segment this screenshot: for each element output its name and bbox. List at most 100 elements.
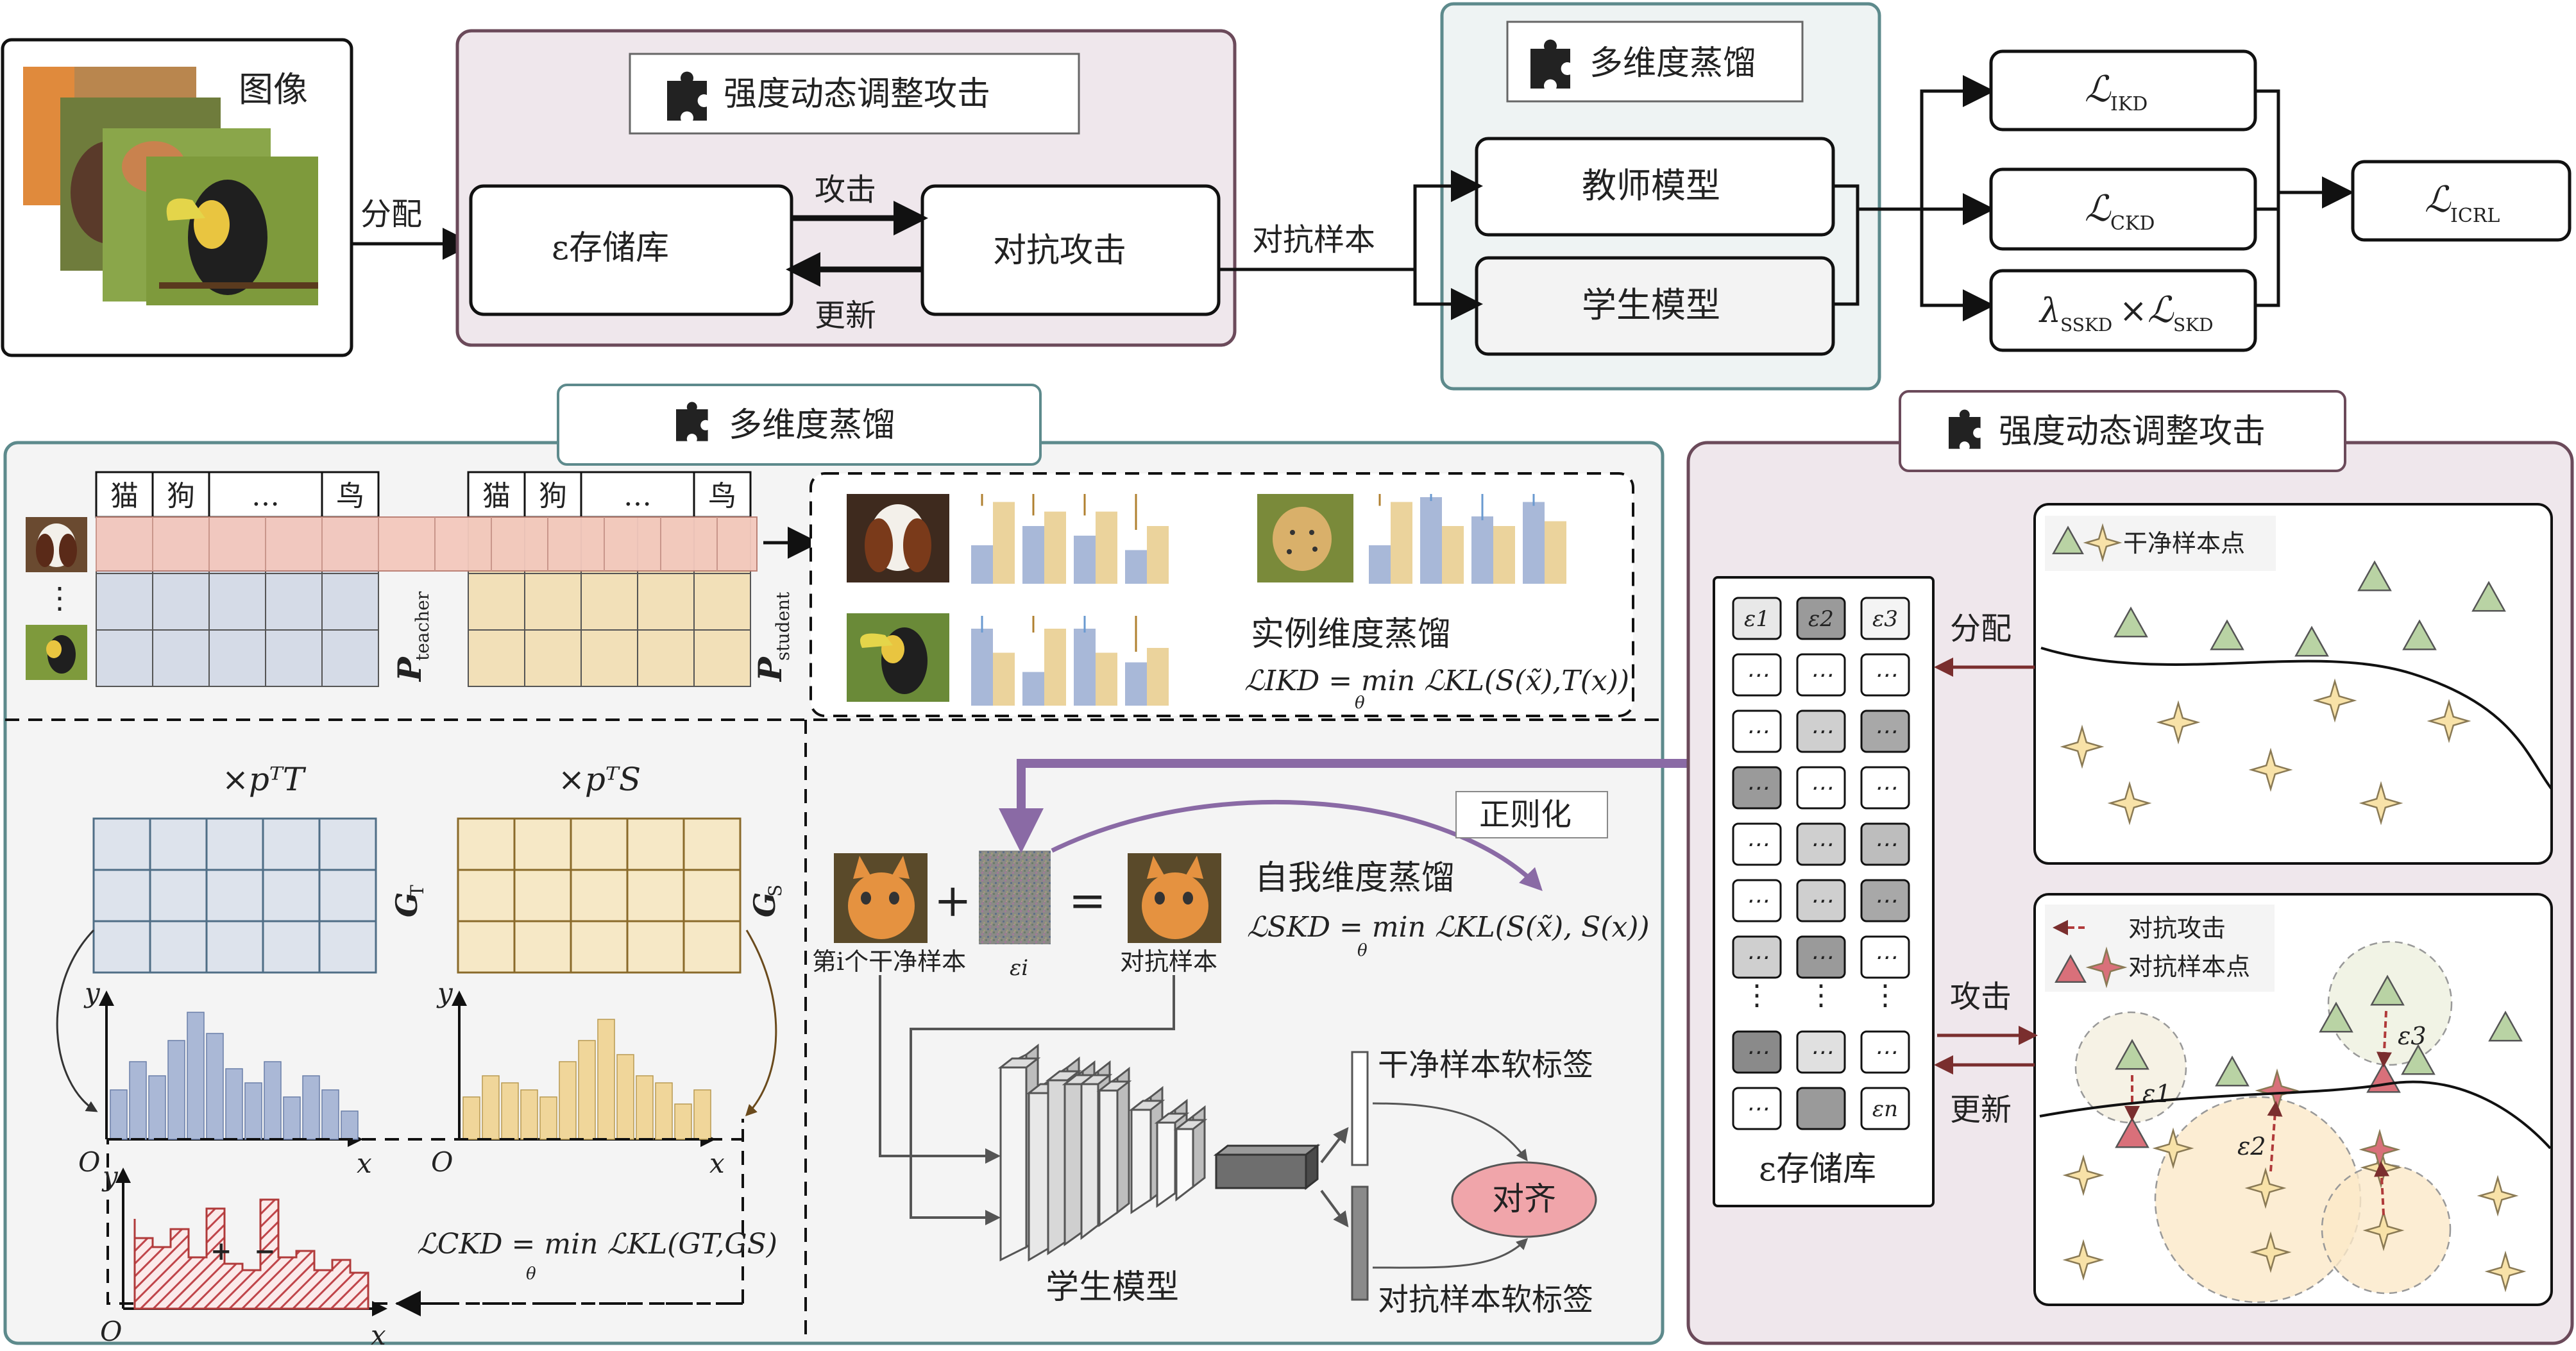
legend-triangle-icon bbox=[2052, 525, 2084, 555]
matrix-header-label: 鸟 bbox=[336, 480, 364, 513]
eps-cell bbox=[1860, 709, 1910, 753]
instance-bar-blue bbox=[1125, 662, 1147, 706]
gram-cell bbox=[626, 817, 685, 871]
matrix-cell bbox=[693, 629, 751, 687]
g-t-label: G bbox=[389, 892, 424, 917]
gram-cell bbox=[205, 920, 264, 974]
puzzle-icon bbox=[1530, 39, 1570, 89]
adv-attack-arrow bbox=[2267, 1101, 2283, 1172]
eps-cell bbox=[1860, 653, 1910, 697]
instance-bar-blue bbox=[1074, 629, 1096, 706]
gram-matrices bbox=[92, 817, 741, 974]
hist-student-bar bbox=[616, 1054, 634, 1140]
gram-cell bbox=[205, 869, 264, 922]
ikd-out-line bbox=[2255, 89, 2280, 192]
instance-bar-tan bbox=[1391, 502, 1412, 584]
instance-bar-groups bbox=[971, 494, 1566, 706]
matrix-cell bbox=[208, 573, 266, 631]
matrix-cell bbox=[468, 629, 525, 687]
adv-points-legend: 对抗样本点 bbox=[2128, 953, 2250, 981]
clean-sample-label: 第i个干净样本 bbox=[812, 947, 966, 976]
matrix-cell bbox=[96, 573, 153, 631]
gram-cell bbox=[149, 920, 208, 974]
clean-points-legend: 干净样本点 bbox=[2123, 529, 2245, 557]
instance-bar-blue bbox=[971, 629, 993, 706]
adv-triangle bbox=[2115, 1117, 2149, 1148]
difference-histogram: yxO bbox=[100, 1160, 387, 1351]
loss-ckd-symbol: ℒ bbox=[2085, 188, 2112, 230]
update-arrow-label: 更新 bbox=[815, 298, 876, 334]
eps-cell-label: ⋯ bbox=[1874, 944, 1897, 971]
matrix-cell bbox=[637, 573, 695, 631]
hist-student-bar bbox=[462, 1096, 480, 1140]
network-layer-front bbox=[1098, 1076, 1119, 1227]
network-layer-top bbox=[1096, 1080, 1132, 1092]
student-model-label: 学生模型 bbox=[1582, 285, 1720, 325]
images-label: 图像 bbox=[239, 69, 308, 110]
matrix-cell bbox=[96, 629, 153, 687]
instance-bar-tan bbox=[1147, 648, 1169, 706]
clean-legend-box bbox=[2045, 516, 2276, 571]
hist-teacher-bar bbox=[264, 1061, 282, 1140]
regularize-label-box bbox=[1455, 791, 1608, 838]
gram-cell bbox=[626, 869, 685, 922]
adv-attack-label: 对抗攻击 bbox=[993, 232, 1126, 270]
instance-bar-blue bbox=[971, 545, 993, 584]
to-icrl-arrow bbox=[2255, 176, 2354, 211]
eps-cell-label: ⋯ bbox=[1745, 718, 1768, 745]
matrix-header-cell bbox=[467, 471, 526, 518]
matrix-cell bbox=[152, 573, 210, 631]
instance-bar-tan bbox=[1545, 521, 1566, 584]
eps-cell-label: ⋯ bbox=[1745, 662, 1768, 688]
eps-cell-label: ⋯ bbox=[1809, 718, 1833, 745]
eps-marker: ε1 bbox=[2142, 1080, 2171, 1108]
clean-triangle bbox=[2294, 625, 2329, 657]
diff-plus: + bbox=[210, 1236, 232, 1266]
clean-to-net-arrow bbox=[879, 975, 1001, 1164]
gram-cell bbox=[570, 817, 629, 871]
skd-out-line bbox=[2255, 192, 2280, 307]
matrix-cell bbox=[321, 573, 379, 631]
matrix-header-label: 鸟 bbox=[708, 480, 736, 513]
hist-teacher-bar bbox=[321, 1089, 339, 1140]
eps-marker: ε3 bbox=[2398, 1022, 2427, 1050]
network-layer-top bbox=[1154, 1112, 1190, 1124]
attack-detail-title: 强度动态调整攻击 bbox=[1999, 412, 2266, 451]
network-layer-front bbox=[1080, 1069, 1099, 1241]
hist-teacher-bar bbox=[225, 1068, 243, 1140]
network-fc-layer bbox=[1215, 1153, 1307, 1189]
eps-marker: ε2 bbox=[2237, 1132, 2266, 1160]
gram-cell bbox=[92, 817, 151, 871]
attack-label-right: 攻击 bbox=[1950, 979, 2012, 1015]
network-layer-side bbox=[1116, 1066, 1130, 1215]
gs-to-hist-arrow bbox=[745, 930, 777, 1117]
gram-cell bbox=[570, 869, 629, 922]
eps-cell bbox=[1732, 709, 1782, 753]
gram-cell bbox=[457, 869, 516, 922]
eps-i-label: εi bbox=[1010, 955, 1028, 981]
teacher-out-line bbox=[1833, 184, 1860, 209]
gram-cell bbox=[205, 817, 264, 871]
eps-cell bbox=[1732, 1030, 1782, 1074]
g-s-header: ×pᵀS bbox=[558, 761, 641, 798]
regularize-arrow bbox=[1051, 800, 1543, 892]
matrix-cell bbox=[637, 629, 695, 687]
adv-decision-boundary bbox=[2039, 1080, 2552, 1150]
gram-cell bbox=[262, 920, 321, 974]
hist-student-origin: O bbox=[431, 1146, 453, 1178]
ckd-formula: ℒCKD = min ℒKL(GT,GS) bbox=[417, 1228, 777, 1261]
clean-star bbox=[2359, 781, 2403, 826]
matrix-cell bbox=[524, 629, 582, 687]
lambda-symbol: λ bbox=[2038, 292, 2061, 330]
attack-detail-title-box bbox=[1899, 390, 2346, 472]
hist-teacher-bar bbox=[148, 1075, 166, 1140]
p-student-label: P bbox=[751, 656, 789, 683]
instance-bar-tan bbox=[1096, 511, 1117, 584]
eps-cell-label: ⋯ bbox=[1874, 775, 1897, 801]
assign-label: 分配 bbox=[360, 196, 422, 232]
adv-plane-triangle bbox=[2401, 1044, 2436, 1075]
eps-cell-label: ε3 bbox=[1872, 606, 1898, 632]
align-label: 对齐 bbox=[1492, 1180, 1556, 1218]
